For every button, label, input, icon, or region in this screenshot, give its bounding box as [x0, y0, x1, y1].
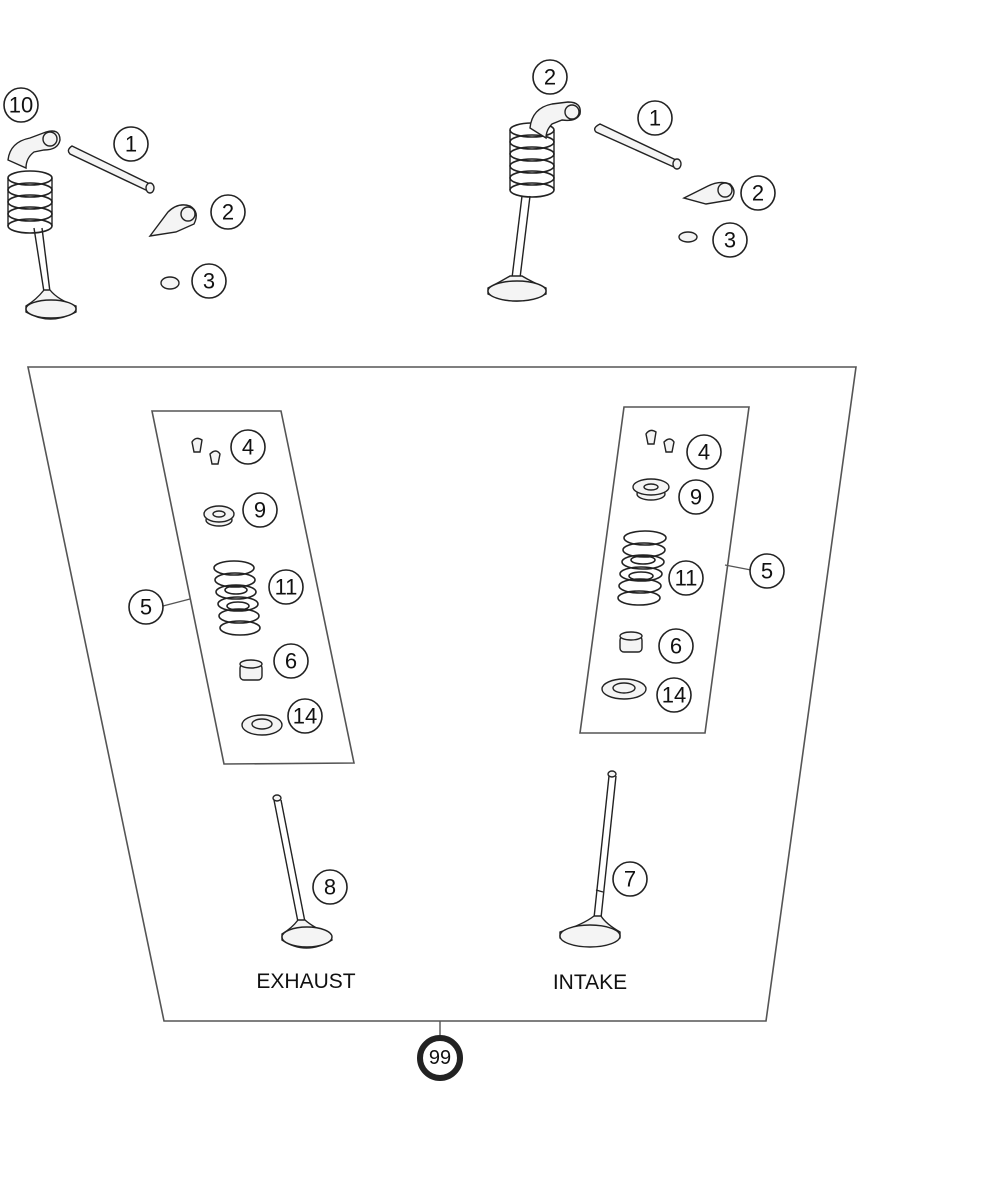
- callout-2-label: 2: [544, 65, 556, 90]
- callout-10-label: 10: [9, 93, 33, 118]
- valve-kit-frame: [27, 366, 857, 1038]
- callout-8[interactable]: 8: [312, 869, 348, 905]
- callout-11-label: 11: [275, 575, 298, 600]
- callout-4-label: 4: [242, 435, 254, 460]
- callout-1[interactable]: 1: [637, 100, 673, 136]
- callout-11[interactable]: 11: [668, 560, 704, 596]
- rocker-arm-icon: [148, 204, 197, 237]
- callout-4[interactable]: 4: [230, 429, 266, 465]
- spring-seat-washer-icon: [241, 714, 283, 736]
- callout-2-label: 2: [222, 200, 234, 225]
- spring-retainer-icon: [203, 505, 235, 527]
- spring-seat-washer-icon: [601, 678, 647, 700]
- intake-valve-assembled-icon: [487, 101, 581, 302]
- intake-valve-part: 7 INTAKE: [553, 770, 648, 994]
- callout-9-label: 9: [254, 498, 266, 523]
- callout-6-label: 6: [285, 649, 297, 674]
- callout-9[interactable]: 9: [678, 479, 714, 515]
- callout-4[interactable]: 4: [686, 434, 722, 470]
- callout-5-label: 5: [140, 595, 152, 620]
- callout-8-label: 8: [324, 875, 336, 900]
- callout-5[interactable]: 5: [749, 553, 785, 589]
- valve-shim-icon: [678, 231, 698, 243]
- callout-9-label: 9: [690, 485, 702, 510]
- callout-10[interactable]: 10: [3, 87, 39, 123]
- valve-stem-seal-icon: [239, 659, 263, 681]
- callout-2[interactable]: 2: [740, 175, 776, 211]
- callout-2-label: 2: [752, 181, 764, 206]
- exhaust-label: EXHAUST: [256, 970, 355, 993]
- callout-6[interactable]: 6: [273, 643, 309, 679]
- callout-3[interactable]: 3: [712, 222, 748, 258]
- spring-retainer-icon: [632, 478, 670, 501]
- callout-5-label: 5: [761, 559, 773, 584]
- valve-stem-seal-icon: [619, 631, 643, 653]
- valve-cotter-icon: [191, 437, 221, 465]
- exhaust-valve-assembled-icon: [7, 130, 77, 320]
- exhaust-spring-kit: 4 9 11 5 6 14: [128, 410, 355, 765]
- callout-3[interactable]: 3: [191, 263, 227, 299]
- callout-6[interactable]: 6: [658, 628, 694, 664]
- callout-14[interactable]: 14: [656, 677, 692, 713]
- top-right-valve-assembly: 2 1 2 3: [487, 59, 776, 302]
- valve-shim-icon: [160, 276, 180, 290]
- rocker-arm-icon: [682, 181, 735, 205]
- rocker-shaft-icon: [593, 123, 682, 170]
- callout-7-label: 7: [624, 867, 636, 892]
- intake-label: INTAKE: [553, 971, 627, 994]
- callout-6-label: 6: [670, 634, 682, 659]
- intake-spring-kit: 4 9 11 5 6 14: [579, 406, 785, 734]
- callout-2[interactable]: 2: [210, 194, 246, 230]
- callout-14-label: 14: [662, 683, 686, 708]
- callout-1-label: 1: [125, 132, 137, 157]
- callout-14[interactable]: 14: [287, 698, 323, 734]
- callout-14-label: 14: [293, 704, 317, 729]
- callout-4-label: 4: [698, 440, 710, 465]
- callout-2[interactable]: 2: [532, 59, 568, 95]
- callout-7[interactable]: 7: [612, 861, 648, 897]
- callout-1[interactable]: 1: [113, 126, 149, 162]
- valve-spring-icon: [213, 560, 261, 636]
- rocker-shaft-icon: [67, 145, 155, 194]
- callout-5[interactable]: 5: [128, 589, 164, 625]
- callout-9[interactable]: 9: [242, 492, 278, 528]
- callout-1-label: 1: [649, 106, 661, 131]
- callout-11[interactable]: 11: [268, 569, 304, 605]
- callout-99[interactable]: 99: [417, 1035, 463, 1081]
- top-left-valve-assembly: 10 1 2 3: [3, 87, 246, 320]
- valve-cotter-icon: [645, 429, 675, 453]
- valve-spring-icon: [617, 530, 667, 606]
- callout-11-label: 11: [675, 566, 698, 591]
- callout-3-label: 3: [724, 228, 736, 253]
- callout-99-label: 99: [429, 1047, 451, 1069]
- callout-3-label: 3: [203, 269, 215, 294]
- exhaust-valve-part: 8 EXHAUST: [256, 794, 356, 993]
